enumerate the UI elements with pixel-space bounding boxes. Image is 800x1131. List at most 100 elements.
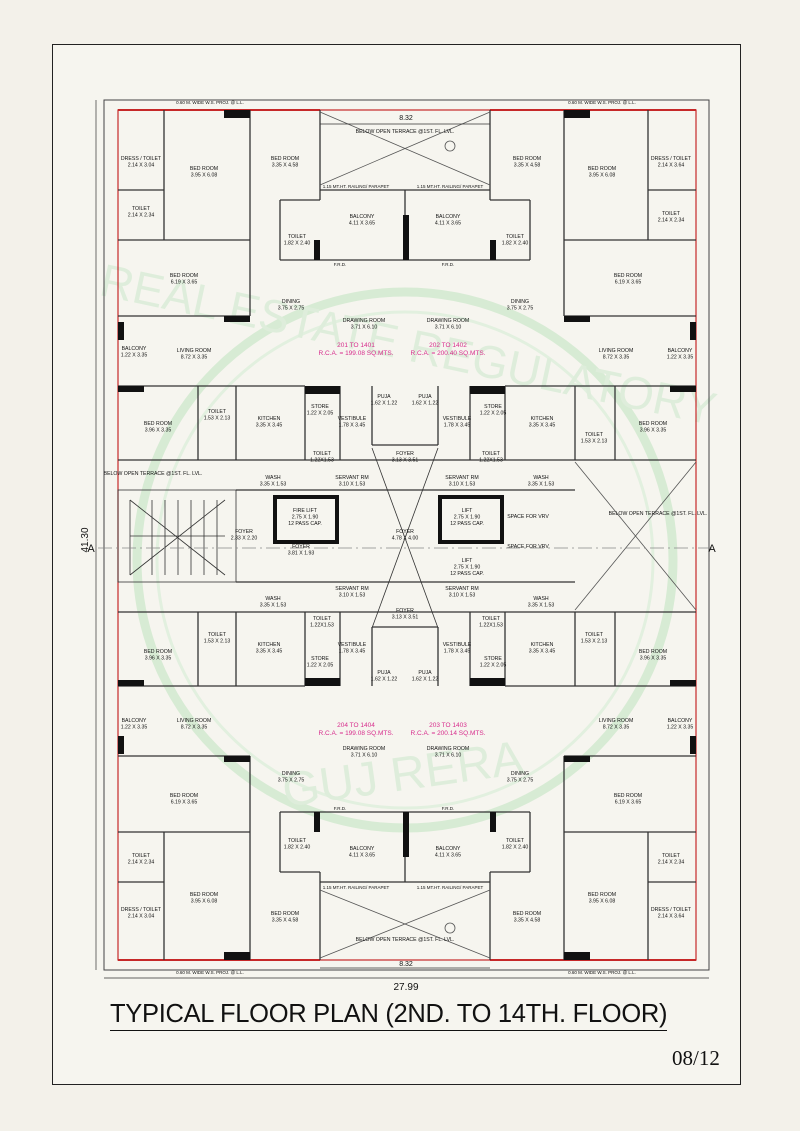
room-size: 3.96 X 3.35: [640, 428, 667, 434]
room-size: 2.14 X 3.64: [658, 914, 685, 920]
room-size: 4.11 X 3.65: [435, 853, 461, 859]
room-name: STORE: [311, 404, 329, 410]
room-size: 2.14 X 2.34: [128, 213, 155, 219]
room-name: BELOW OPEN TERRACE @1ST. FL. LVL.: [356, 937, 455, 943]
railing-note: 1.15 MT.HT. RAILING/ PARAPET: [417, 184, 484, 189]
room-name: FOYER: [292, 544, 310, 550]
room-name: TOILET: [585, 432, 604, 438]
room-size: 1.22X1.53: [310, 458, 334, 464]
room-name: BALCONY: [436, 214, 461, 220]
room-name: LIVING ROOM: [177, 718, 212, 724]
room-size: 8.72 X 3.35: [181, 725, 208, 731]
room-name: LIVING ROOM: [177, 348, 212, 354]
room-name: 12 PASS CAP.: [450, 521, 484, 527]
room-name: DRESS / TOILET: [651, 156, 692, 162]
unit-rca: R.C.A. = 199.08 SQ.MTS.: [319, 350, 394, 357]
room-name: PUJA: [377, 394, 391, 400]
room-name: SPACE FOR VRV: [507, 544, 549, 550]
room-size: 2.14 X 3.04: [128, 163, 155, 169]
frd-note: F.R.D.: [442, 262, 455, 267]
room-name: PUJA: [418, 394, 432, 400]
room-name: BED ROOM: [190, 166, 218, 172]
room-name: TOILET: [313, 616, 332, 622]
room-name: DRAWING ROOM: [343, 318, 385, 324]
unit-rca: R.C.A. = 200.40 SQ.MTS.: [411, 350, 486, 357]
room-name: VESTIBULE: [443, 642, 472, 648]
room-name: DINING: [282, 771, 300, 777]
room-size: 3.35 X 1.53: [528, 603, 555, 609]
room-name: STORE: [484, 656, 502, 662]
room-size: 3.96 X 3.35: [640, 656, 667, 662]
room-name: TOILET: [506, 838, 525, 844]
room-name: TOILET: [482, 451, 501, 457]
section-line: A A: [87, 543, 716, 555]
room-size: 3.35 X 4.58: [272, 918, 299, 924]
room-name: LIVING ROOM: [599, 718, 634, 724]
room-size: 1.22 X 3.35: [121, 725, 148, 731]
room-name: TOILET: [313, 451, 332, 457]
room-size: 3.35 X 4.58: [272, 163, 299, 169]
room-size: 3.35 X 3.45: [256, 649, 283, 655]
room-size: 1.53 X 2.13: [204, 416, 231, 422]
room-name: BED ROOM: [144, 421, 172, 427]
room-size: 3.71 X 6.10: [435, 325, 462, 331]
page-title: TYPICAL FLOOR PLAN (2ND. TO 14TH. FLOOR): [110, 1000, 667, 1031]
room-size: 3.81 X 1.93: [288, 551, 315, 557]
room-name: FIRE LIFT: [293, 508, 318, 514]
room-size: 1.82 X 2.40: [284, 241, 311, 247]
unit-labels: 201 TO 1401 R.C.A. = 199.08 SQ.MTS. 202 …: [319, 342, 486, 737]
projection-note: 0.60 M. WIDE W.S. PROJ. @ L.L.: [176, 100, 244, 105]
railing-note: 1.15 MT.HT. RAILING/ PARAPET: [323, 885, 390, 890]
room-size: 1.53 X 2.13: [581, 439, 608, 445]
room-name: BALCONY: [122, 718, 147, 724]
room-name: STORE: [484, 404, 502, 410]
room-size: 1.22 X 2.05: [480, 411, 507, 417]
room-size: 3.95 X 6.08: [589, 173, 616, 179]
room-name: KITCHEN: [258, 416, 281, 422]
room-name: BED ROOM: [588, 892, 616, 898]
overall-depth-dimension: 41.30: [80, 527, 91, 552]
room-size: 3.10 X 1.53: [449, 482, 476, 488]
room-size: 3.71 X 6.10: [435, 753, 462, 759]
room-size: 3.10 X 1.53: [449, 593, 476, 599]
section-left-label: A: [87, 543, 95, 555]
room-name: PUJA: [377, 670, 391, 676]
room-size: 3.75 X 2.75: [278, 778, 305, 784]
room-size: 4.11 X 3.65: [349, 853, 375, 859]
frd-note: F.R.D.: [334, 806, 347, 811]
room-size: 3.75 X 2.75: [278, 306, 305, 312]
columns: [118, 110, 696, 960]
room-name: BED ROOM: [190, 892, 218, 898]
room-size: 1.22X1.53: [310, 623, 334, 629]
railing-note: 1.15 MT.HT. RAILING/ PARAPET: [417, 885, 484, 890]
room-name: TOILET: [506, 234, 525, 240]
unit-name: 204 TO 1404: [337, 722, 375, 729]
room-name: SERVANT RM: [335, 586, 368, 592]
room-name: WASH: [265, 596, 281, 602]
room-name: TOILET: [132, 206, 151, 212]
room-name: BED ROOM: [513, 911, 541, 917]
room-size: 6.19 X 3.65: [171, 800, 198, 806]
room-size: 1.22X1.53: [479, 458, 503, 464]
room-name: DRAWING ROOM: [427, 318, 469, 324]
room-name: BED ROOM: [170, 273, 198, 279]
room-size: 3.13 X 3.51: [392, 615, 419, 621]
room-size: 2.14 X 3.64: [658, 163, 685, 169]
room-name: VESTIBULE: [338, 416, 367, 422]
sheet-number: 08/12: [672, 1046, 720, 1070]
room-name: TOILET: [662, 853, 681, 859]
room-name: SERVANT RM: [445, 586, 478, 592]
dimension-lines: [95, 100, 709, 979]
room-size: 3.35 X 4.58: [514, 163, 541, 169]
projection-note: 0.60 M. WIDE W.S. PROJ. @ L.L.: [568, 100, 636, 105]
room-name: BALCONY: [350, 846, 375, 852]
frd-note: F.R.D.: [334, 262, 347, 267]
room-name: BED ROOM: [144, 649, 172, 655]
unit-name: 201 TO 1401: [337, 342, 375, 349]
room-size: 1.62 X 1.22: [412, 677, 439, 683]
room-size: 3.35 X 3.45: [529, 423, 556, 429]
room-name: TOILET: [288, 838, 307, 844]
room-name: VESTIBULE: [338, 642, 367, 648]
room-size: 2.33 X 2.20: [231, 536, 258, 542]
